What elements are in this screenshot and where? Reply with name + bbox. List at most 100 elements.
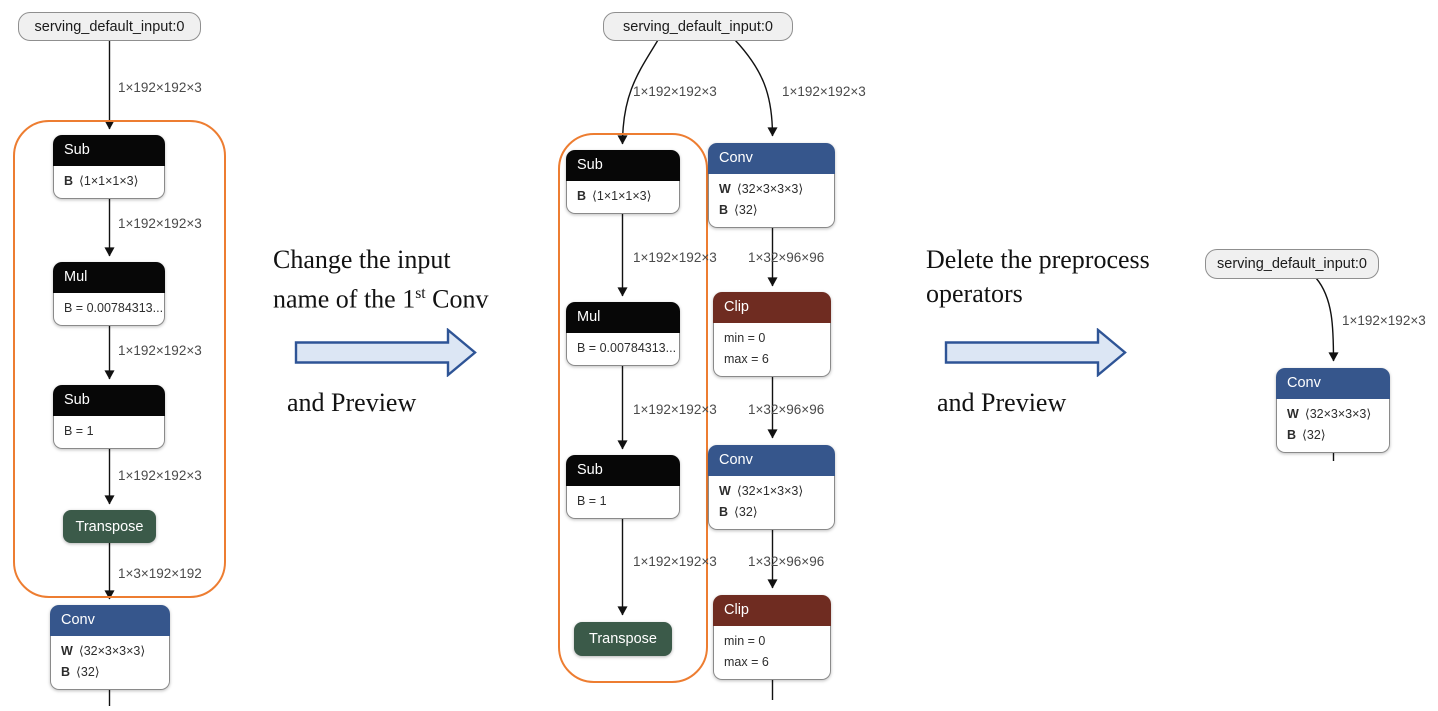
op-title: Sub — [53, 135, 165, 166]
mid-node-mul[interactable]: Mul B = 0.00784313... — [566, 302, 680, 366]
attr-value: ⟨32⟩ — [76, 665, 100, 679]
op-title: Sub — [566, 455, 680, 486]
left-edge-label-2: 1×192×192×3 — [118, 343, 202, 358]
step2-line1: Delete the preprocess — [926, 245, 1150, 274]
mid-node-transpose[interactable]: Transpose — [574, 622, 672, 656]
mid-node-sub2[interactable]: Sub B = 1 — [566, 455, 680, 519]
highlight-box-middle — [558, 133, 708, 683]
op-title: Conv — [708, 445, 835, 476]
mid-edge-label-right-top: 1×192×192×3 — [782, 84, 866, 99]
op-attrs: min = 0 max = 6 — [713, 323, 831, 377]
step2-caption: Delete the preprocess operators — [926, 243, 1150, 311]
right-node-conv[interactable]: Conv W ⟨32×3×3×3⟩ B ⟨32⟩ — [1276, 368, 1390, 453]
attr-value: ⟨1×1×1×3⟩ — [592, 189, 652, 203]
op-attrs: min = 0 max = 6 — [713, 626, 831, 680]
op-title: Sub — [566, 150, 680, 181]
left-edge-label-4: 1×3×192×192 — [118, 566, 202, 581]
mid-edge-label-conv1-clip1: 1×32×96×96 — [748, 250, 825, 265]
op-title: Conv — [50, 605, 170, 636]
attr-value: max = 6 — [724, 352, 769, 366]
mid-edge-label-left-top: 1×192×192×3 — [633, 84, 717, 99]
left-input-node[interactable]: serving_default_input:0 — [18, 12, 201, 41]
attr-key: B — [1287, 428, 1297, 442]
op-attrs: B ⟨1×1×1×3⟩ — [53, 166, 165, 199]
attr-key: B — [64, 174, 74, 188]
op-attrs: W ⟨32×1×3×3⟩ B ⟨32⟩ — [708, 476, 835, 530]
edge-mid-input-conv1 — [734, 39, 778, 137]
step2-arrow-icon — [944, 328, 1127, 377]
attr-value: max = 6 — [724, 655, 769, 669]
mid-node-clip1[interactable]: Clip min = 0 max = 6 — [713, 292, 831, 377]
op-title: Conv — [708, 143, 835, 174]
attr-key: W — [719, 484, 731, 498]
attr-value: min = 0 — [724, 634, 766, 648]
attr-value: min = 0 — [724, 331, 766, 345]
ordinal-suffix: st — [415, 285, 426, 302]
op-attrs: W ⟨32×3×3×3⟩ B ⟨32⟩ — [708, 174, 835, 228]
mid-edge-label-sub1-mul: 1×192×192×3 — [633, 250, 717, 265]
op-title: Transpose — [589, 631, 657, 647]
op-title: Mul — [566, 302, 680, 333]
attr-key: W — [719, 182, 731, 196]
attr-value: ⟨32×1×3×3⟩ — [736, 484, 804, 498]
right-input-node[interactable]: serving_default_input:0 — [1205, 249, 1379, 279]
attr-value: B = 1 — [64, 424, 94, 438]
op-attrs: B = 0.00784313... — [53, 293, 165, 326]
attr-value: ⟨32×3×3×3⟩ — [736, 182, 804, 196]
left-node-conv[interactable]: Conv W ⟨32×3×3×3⟩ B ⟨32⟩ — [50, 605, 170, 690]
left-edge-label-0: 1×192×192×3 — [118, 80, 202, 95]
step1-arrow-icon — [294, 328, 477, 377]
mid-node-sub1[interactable]: Sub B ⟨1×1×1×3⟩ — [566, 150, 680, 214]
mid-node-clip2[interactable]: Clip min = 0 max = 6 — [713, 595, 831, 680]
op-title: Clip — [713, 595, 831, 626]
attr-key: W — [61, 644, 73, 658]
op-title: Conv — [1276, 368, 1390, 399]
attr-key: B — [719, 203, 729, 217]
op-attrs: W ⟨32×3×3×3⟩ B ⟨32⟩ — [1276, 399, 1390, 453]
step1-caption: Change the input name of the 1st Conv — [273, 243, 488, 317]
mid-edge-label-clip1-conv2: 1×32×96×96 — [748, 402, 825, 417]
op-attrs: B = 1 — [53, 416, 165, 449]
step2-preview-label: and Preview — [937, 388, 1067, 417]
mid-node-conv2[interactable]: Conv W ⟨32×1×3×3⟩ B ⟨32⟩ — [708, 445, 835, 530]
attr-value: ⟨32⟩ — [734, 505, 758, 519]
attr-key: B — [61, 665, 71, 679]
op-title: Sub — [53, 385, 165, 416]
attr-value: B = 1 — [577, 494, 607, 508]
attr-value: ⟨32⟩ — [734, 203, 758, 217]
op-attrs: B = 0.00784313... — [566, 333, 680, 366]
right-edge-label-0: 1×192×192×3 — [1342, 313, 1426, 328]
mid-node-conv1[interactable]: Conv W ⟨32×3×3×3⟩ B ⟨32⟩ — [708, 143, 835, 228]
op-title: Mul — [53, 262, 165, 293]
step1-preview-label: and Preview — [287, 388, 417, 417]
op-title: Clip — [713, 292, 831, 323]
step1-line1: Change the input — [273, 245, 451, 274]
left-node-sub2[interactable]: Sub B = 1 — [53, 385, 165, 449]
left-node-mul[interactable]: Mul B = 0.00784313... — [53, 262, 165, 326]
op-attrs: B = 1 — [566, 486, 680, 519]
attr-value: ⟨32×3×3×3⟩ — [78, 644, 146, 658]
step1-line2: name of the 1st Conv — [273, 284, 489, 314]
attr-value: B = 0.00784313... — [64, 301, 164, 315]
op-attrs: W ⟨32×3×3×3⟩ B ⟨32⟩ — [50, 636, 170, 690]
attr-key: W — [1287, 407, 1299, 421]
mid-edge-label-sub2-transpose: 1×192×192×3 — [633, 554, 717, 569]
attr-value: ⟨1×1×1×3⟩ — [79, 174, 139, 188]
op-title: Transpose — [75, 518, 144, 535]
edge-right-input-conv — [1315, 277, 1339, 362]
highlight-box-left — [13, 120, 226, 598]
attr-value: B = 0.00784313... — [577, 341, 677, 355]
left-edge-label-3: 1×192×192×3 — [118, 468, 202, 483]
left-node-sub1[interactable]: Sub B ⟨1×1×1×3⟩ — [53, 135, 165, 199]
left-node-transpose[interactable]: Transpose — [63, 510, 156, 543]
mid-edge-label-conv2-clip2: 1×32×96×96 — [748, 554, 825, 569]
attr-value: ⟨32⟩ — [1302, 428, 1326, 442]
attr-value: ⟨32×3×3×3⟩ — [1304, 407, 1372, 421]
mid-edge-label-mul-sub2: 1×192×192×3 — [633, 402, 717, 417]
left-edge-label-1: 1×192×192×3 — [118, 216, 202, 231]
op-attrs: B ⟨1×1×1×3⟩ — [566, 181, 680, 214]
middle-input-node[interactable]: serving_default_input:0 — [603, 12, 793, 41]
attr-key: B — [577, 189, 587, 203]
attr-key: B — [719, 505, 729, 519]
